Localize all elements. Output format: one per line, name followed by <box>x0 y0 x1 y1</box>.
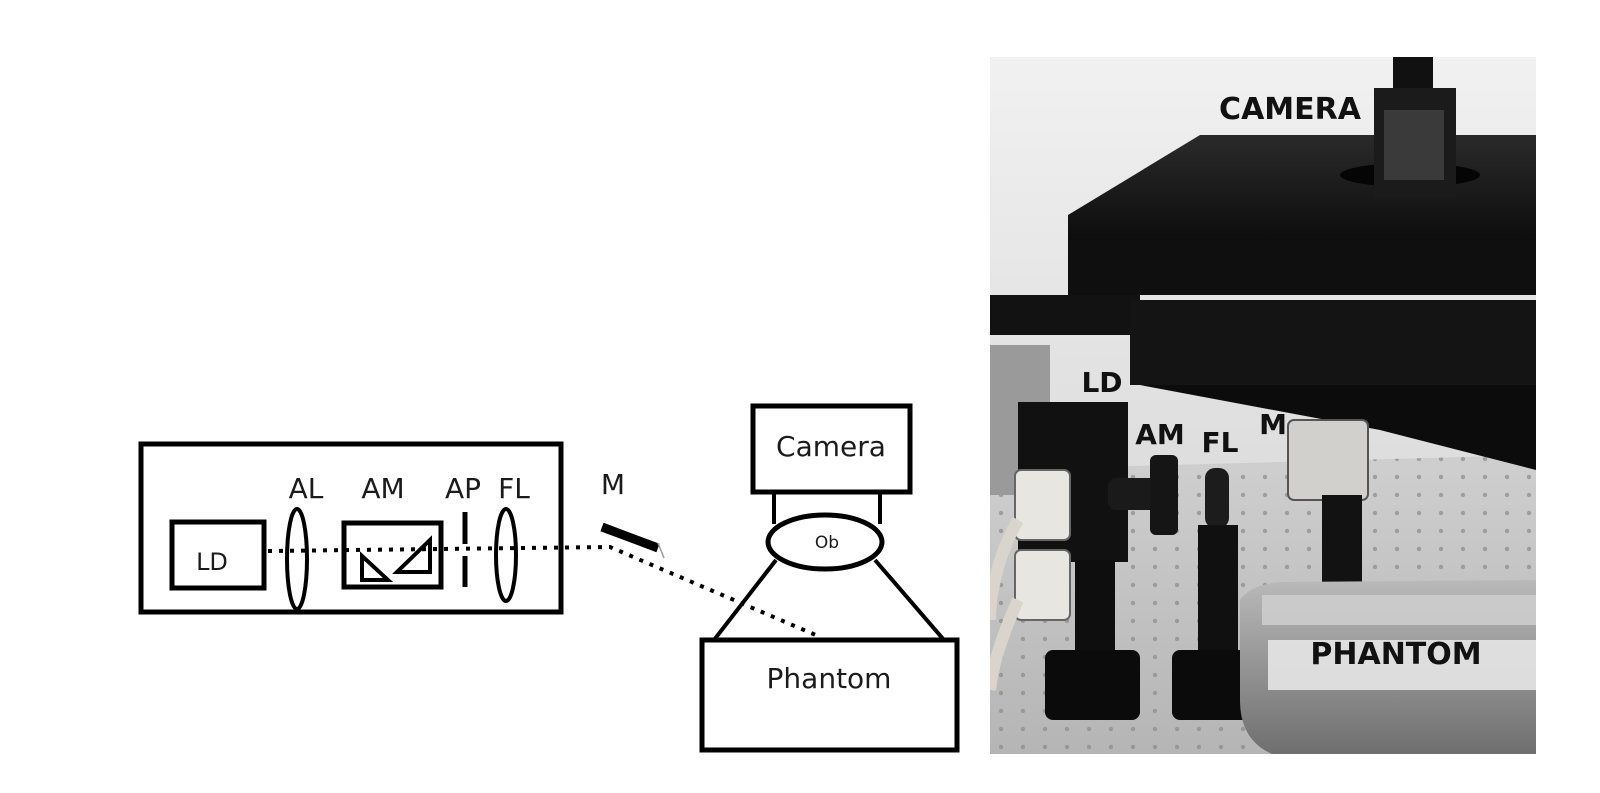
al-label: AL <box>289 472 324 505</box>
ld-base <box>1045 650 1140 720</box>
prism-left-shape <box>360 551 394 582</box>
phantom-label: Phantom <box>767 662 892 695</box>
ld-connector-2 <box>1014 549 1071 621</box>
stage-lower-plate <box>1130 385 1536 470</box>
mirror-mount <box>1287 419 1369 501</box>
view-cone-left <box>712 558 778 642</box>
optical-schematic: LD AL AM AP FL M Camera Ob <box>138 403 960 753</box>
ld-label: LD <box>196 548 228 576</box>
ob-label: Ob <box>815 533 839 553</box>
ld-cable-2 <box>990 597 1024 691</box>
photo-phantom-label: PHANTOM <box>1310 637 1481 672</box>
photo-am-label: AM <box>1135 418 1185 451</box>
phantom-liquid <box>1268 640 1536 690</box>
fl-lens-holder <box>1205 468 1229 528</box>
fl-label: FL <box>498 472 530 505</box>
anamorphic-module-box <box>341 520 444 590</box>
stage-middle <box>1068 240 1536 295</box>
camera-lens-top <box>1393 57 1433 89</box>
mirror-shape <box>600 522 660 553</box>
photo-ld-label: LD <box>1081 366 1122 399</box>
setup-photograph <box>990 57 1536 754</box>
stage-under-block <box>1130 300 1536 385</box>
aspheric-lens-shape <box>285 507 309 611</box>
fl-post <box>1198 525 1238 655</box>
mirror-edge-shape <box>657 542 665 559</box>
view-cone-right <box>873 558 946 642</box>
laser-diode-box <box>169 519 267 591</box>
photo-m-label: M <box>1259 408 1287 441</box>
phantom-box <box>699 637 960 753</box>
camera-label: Camera <box>776 430 886 463</box>
phantom-rim <box>1262 595 1536 625</box>
camera-box <box>750 403 913 495</box>
photo-labels: CAMERA LD AM FL M PHANTOM <box>1081 92 1481 672</box>
am-housing <box>1150 455 1178 535</box>
camera-face <box>1384 110 1444 180</box>
left-rail <box>990 295 1140 335</box>
objective-lens-shape <box>765 512 885 572</box>
laser-beam-path <box>267 544 819 638</box>
prism-right-shape <box>392 535 432 574</box>
m-label: M <box>601 468 625 501</box>
ap-label: AP <box>445 472 481 505</box>
ld-connector-1 <box>1014 469 1071 541</box>
fl-base <box>1172 650 1257 720</box>
am-label: AM <box>361 472 404 505</box>
ld-cable-1 <box>990 517 1024 621</box>
photo-fl-label: FL <box>1202 426 1239 459</box>
photo-camera-label: CAMERA <box>1219 92 1362 127</box>
focusing-lens-shape <box>494 507 518 603</box>
laser-enclosure-box <box>138 441 564 615</box>
mirror-post <box>1322 495 1362 585</box>
